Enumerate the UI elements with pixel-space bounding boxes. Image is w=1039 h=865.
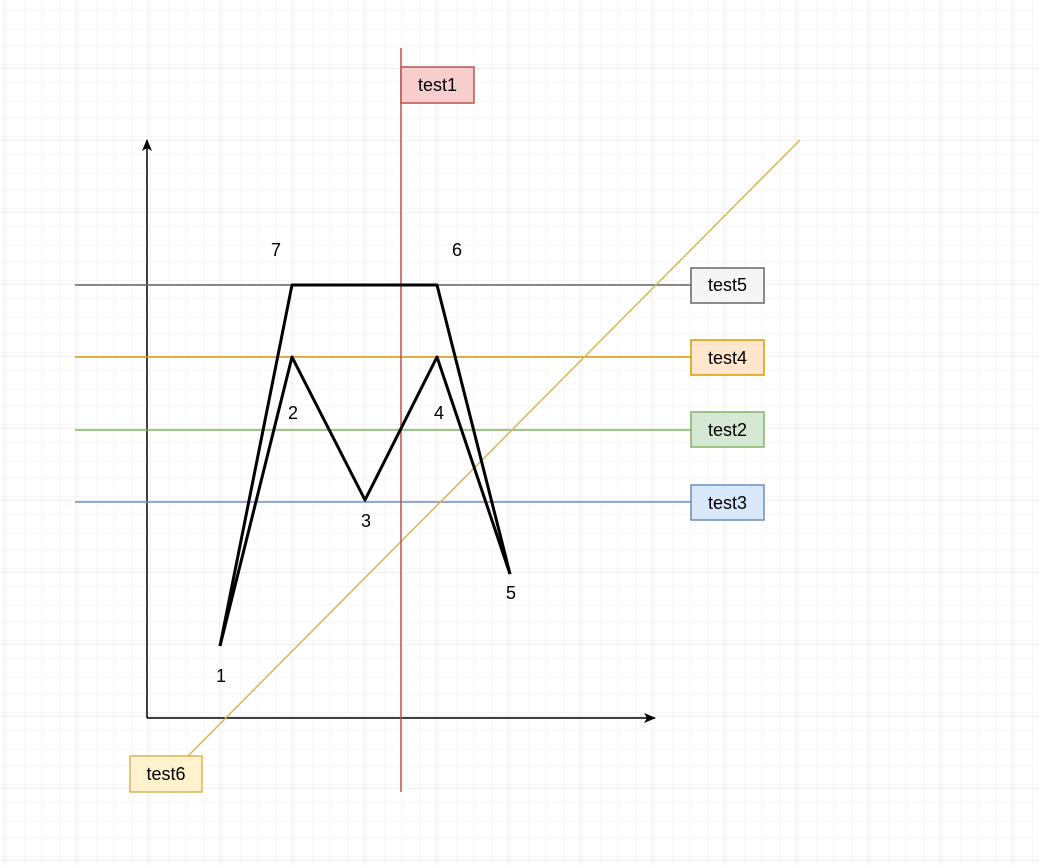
test2-label: test2 bbox=[708, 420, 747, 440]
test3-label: test3 bbox=[708, 493, 747, 513]
test6-box[interactable]: test6 bbox=[129, 755, 203, 793]
point-label-1: 1 bbox=[216, 666, 226, 686]
test4-label: test4 bbox=[708, 348, 747, 368]
point-label-2: 2 bbox=[288, 403, 298, 423]
point-label-4: 4 bbox=[434, 403, 444, 423]
test3-box[interactable]: test3 bbox=[690, 484, 765, 521]
test6-line[interactable] bbox=[187, 139, 801, 757]
m-shape[interactable] bbox=[218, 355, 512, 647]
test6-label: test6 bbox=[146, 764, 185, 784]
trapezoid-shape[interactable] bbox=[218, 283, 512, 647]
point-label-5: 5 bbox=[506, 583, 516, 603]
test5-box[interactable]: test5 bbox=[690, 267, 765, 304]
test2-box[interactable]: test2 bbox=[690, 411, 765, 448]
point-label-3: 3 bbox=[361, 511, 371, 531]
point-label-6: 6 bbox=[452, 240, 462, 260]
test1-label: test1 bbox=[418, 75, 457, 95]
test4-box[interactable]: test4 bbox=[690, 339, 765, 376]
point-label-7: 7 bbox=[271, 240, 281, 260]
test5-label: test5 bbox=[708, 275, 747, 295]
test1-box[interactable]: test1 bbox=[400, 66, 475, 104]
